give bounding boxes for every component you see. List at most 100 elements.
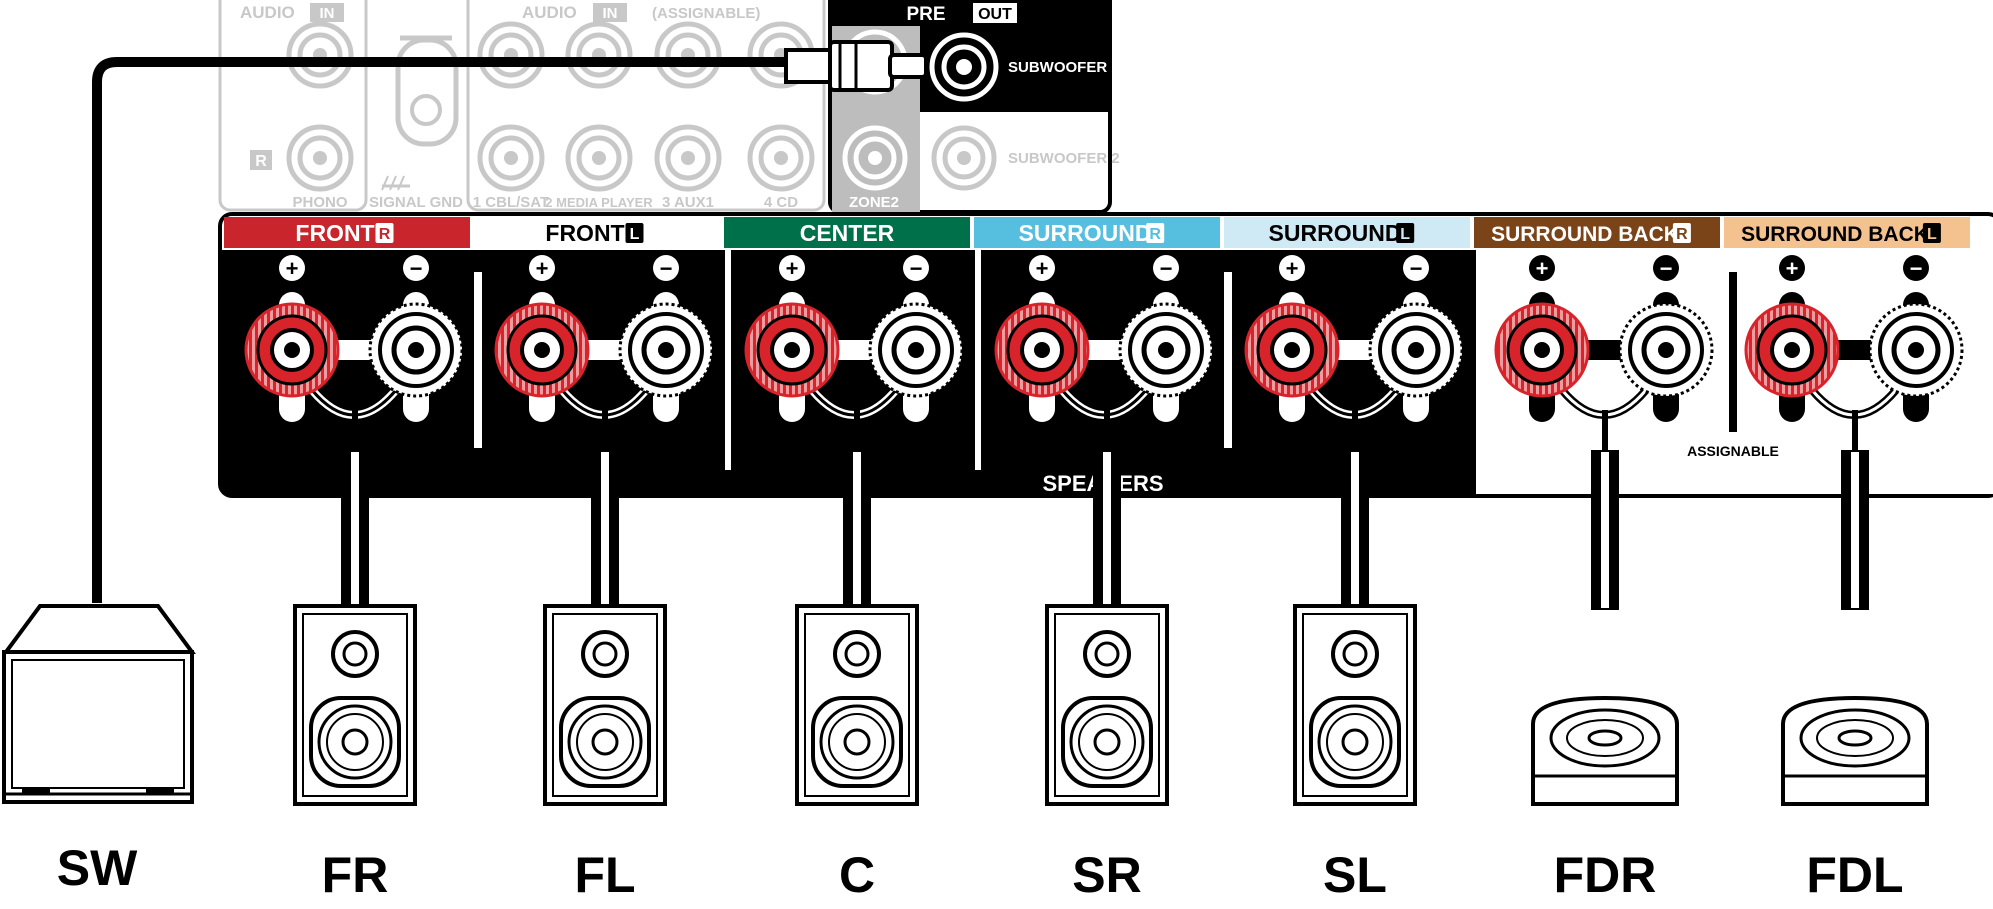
height-speaker-icon [1531, 695, 1679, 806]
channel-name: SURROUND BACK [1491, 223, 1679, 246]
channel-gap [975, 250, 981, 470]
audio-in-label: AUDIO [240, 3, 295, 22]
polarity-symbol: + [1036, 256, 1049, 281]
channel-divider [474, 272, 482, 448]
channel-header: FRONT L [474, 217, 720, 248]
terminal-pair: +− [994, 255, 1214, 422]
channel-divider [1224, 272, 1232, 448]
subwoofer-cable [92, 40, 928, 603]
speaker-label-fdr: FDR [1554, 847, 1657, 903]
channel-header: CENTER [724, 217, 970, 248]
pre-out-panel: PRE OUT SUBWOOFER 1 SUBWOOFER 2 ZONE2 [828, 0, 1120, 214]
polarity-symbol: − [410, 256, 423, 281]
speaker-label-sr: SR [1072, 847, 1141, 903]
assignable-label: ASSIGNABLE [1687, 443, 1779, 459]
assignable-strip-gap-1 [1476, 470, 1842, 494]
r-badge-box [250, 150, 272, 170]
channel-badge: R [1676, 226, 1688, 243]
bookshelf-speaker-icon [293, 604, 417, 806]
label-cd: 4 CD [764, 194, 798, 211]
channel-badge: L [630, 226, 640, 243]
subwoofer2-jack [931, 125, 997, 191]
speaker-label-sl: SL [1323, 847, 1387, 903]
channel-divider [1729, 272, 1737, 432]
channel-header: FRONT R [224, 217, 470, 248]
input-jack [477, 21, 545, 89]
label-cbl-sat: 1 CBL/SAT [473, 194, 549, 211]
subwoofer2-label: SUBWOOFER 2 [1008, 150, 1120, 167]
label-phono: PHONO [292, 194, 347, 211]
height-speaker-icon [1781, 695, 1929, 806]
in-badge: IN [320, 5, 335, 22]
terminal-pair: +− [1744, 255, 1964, 422]
polarity-symbol: + [786, 256, 799, 281]
label-signal-gnd: SIGNAL GND [369, 194, 463, 211]
polarity-symbol: − [1660, 256, 1673, 281]
out-badge: OUT [978, 6, 1012, 23]
speaker-devices [293, 604, 1929, 806]
channel-gap [725, 250, 731, 470]
speaker-label-sw: SW [57, 840, 138, 896]
subwoofer-device-icon [2, 604, 196, 804]
polarity-symbol: + [1286, 256, 1299, 281]
channel-name: SURROUND [1019, 220, 1152, 246]
channel-name: FRONT [545, 220, 624, 246]
in-badge-box [310, 3, 344, 22]
zone2-label: ZONE2 [849, 194, 899, 211]
signal-gnd-terminal-icon [381, 35, 459, 191]
input-jack [654, 21, 722, 89]
terminal-pair: +− [744, 255, 964, 422]
r-badge: R [255, 153, 267, 170]
input-jack [654, 124, 722, 192]
terminal-pair: +− [1244, 255, 1464, 422]
polarity-symbol: − [1910, 256, 1923, 281]
channel-name: FRONT [295, 220, 374, 246]
channel-name: CENTER [800, 220, 895, 246]
out-badge-box [973, 3, 1017, 23]
subwoofer1-jack [929, 32, 999, 102]
polarity-symbol: + [286, 256, 299, 281]
bookshelf-speaker-icon [543, 604, 667, 806]
channel-badge: L [1927, 226, 1937, 243]
pre-label: PRE [906, 4, 945, 25]
bookshelf-speaker-icon [795, 604, 919, 806]
polarity-symbol: + [536, 256, 549, 281]
channel-badge: L [1400, 226, 1410, 243]
bookshelf-speaker-icon [1045, 604, 1169, 806]
label-aux1: 3 AUX1 [662, 194, 714, 211]
channel-name: SURROUND [1269, 220, 1402, 246]
in-badge-2: IN [603, 5, 618, 22]
speaker-label-c: C [839, 847, 875, 903]
speaker-label-fr: FR [322, 847, 389, 903]
in-badge-box-2 [593, 3, 627, 22]
assignable-note: (ASSIGNABLE) [652, 5, 760, 22]
input-jack [286, 21, 354, 89]
speaker-label-fdl: FDL [1806, 847, 1903, 903]
speaker-label-fl: FL [574, 847, 635, 903]
audio-in-label-2: AUDIO [522, 3, 577, 22]
polarity-symbol: + [1536, 256, 1549, 281]
polarity-symbol: − [910, 256, 923, 281]
terminal-pair: +− [494, 255, 714, 422]
speaker-terminals: +−+−+−+−+−+−+− [244, 255, 1964, 422]
speaker-labels: SW FR FL C SR SL FDR FDL [57, 840, 1904, 903]
channel-badge: R [379, 226, 391, 243]
channel-dividers [474, 250, 1737, 470]
terminal-pair: +− [244, 255, 464, 422]
input-jack [565, 124, 633, 192]
polarity-symbol: − [660, 256, 673, 281]
label-media-player: 2 MEDIA PLAYER [545, 195, 653, 210]
channel-name: SURROUND BACK [1741, 223, 1929, 246]
subwoofer1-label: SUBWOOFER 1 [1008, 59, 1120, 76]
zone2-jacks [842, 29, 908, 191]
input-panel: AUDIO IN AUDIO IN (ASSIGNABLE) R PHONO S… [218, 0, 826, 212]
speaker-cables [341, 410, 1869, 610]
bookshelf-speaker-icon [1293, 604, 1417, 806]
